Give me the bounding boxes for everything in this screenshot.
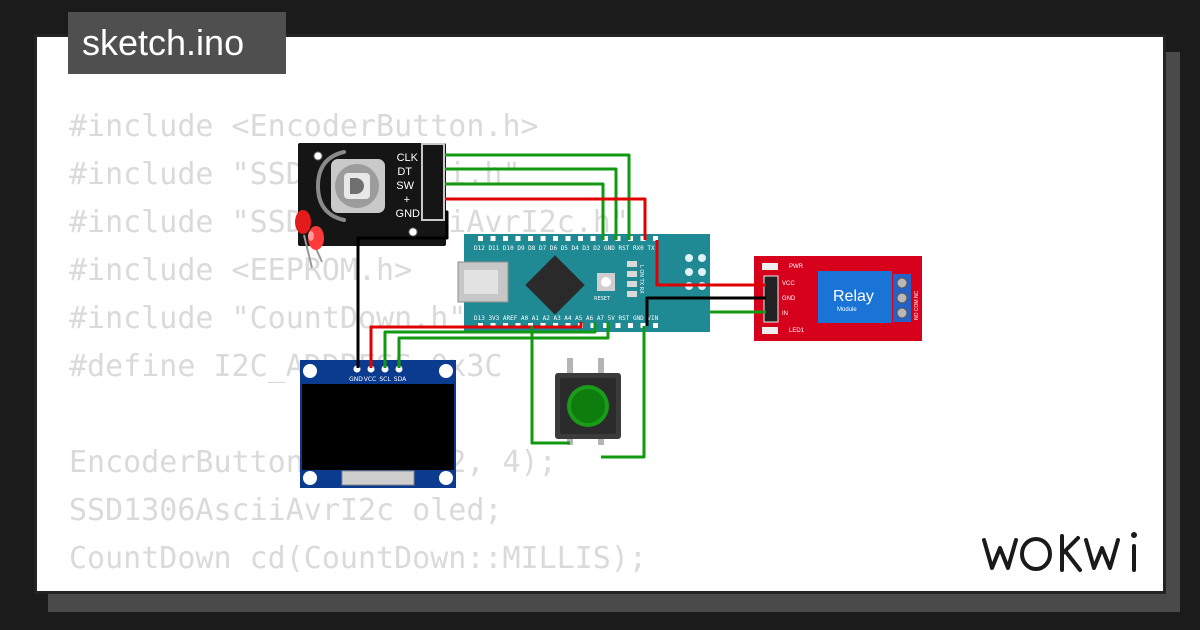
microcontroller-chip [525,255,585,315]
oled-pin-gnd: GND [349,376,363,383]
oled-pin-labels: GND VCC SCL SDA [349,376,407,383]
header-pin [590,236,596,241]
header-pin [590,323,596,328]
encoder-pin-sw: SW [396,180,414,192]
relay-pin-vcc: VCC [782,281,795,287]
wire-sw [445,182,605,240]
header-pin [615,236,621,241]
nano-reset-label: RESET [594,296,611,302]
wokwi-logo: WOKWI [978,532,1137,578]
wire-dt [445,167,618,240]
header-pin [503,236,508,241]
encoder-pin-clk: CLK [397,152,419,164]
encoder-pin-labels: CLK DT SW + GND [396,152,421,220]
relay-terminal-labels: NO COM NC [914,290,920,320]
relay-labels: Relay Module VCC GND IN PWR LED1 NO COM … [782,264,920,334]
push-button[interactable] [555,358,621,445]
header-pin [615,323,621,328]
code-line: CountDown cd(CountDown::MILLIS); [69,541,647,576]
led-red[interactable] [295,210,324,269]
wire-clk [445,153,631,240]
nano-led-labels: L ON TX RX [638,265,644,294]
relay-module[interactable] [754,256,922,341]
header-pin [653,323,658,328]
relay-pwr-label: PWR [789,264,804,270]
relay-label: Relay [833,288,874,305]
code-line: #include <EEPROM.h> [69,253,413,288]
wire-relay-gnd [645,296,766,326]
header-pin [628,323,633,328]
oled-pin-scl: SCL [379,376,391,383]
header-pin [640,236,646,241]
wire-oled-scl [383,322,597,368]
wire-oled-sda [397,322,610,368]
wire-encoder-gnd [356,210,449,368]
header-pin [603,323,608,328]
relay-pin-gnd: GND [782,296,796,302]
rotary-encoder[interactable] [298,143,446,246]
oled-pin-sda: SDA [394,376,407,383]
oled-pin-vcc: VCC [364,376,376,383]
code-line: uint8_t time[3]; [69,583,647,591]
wires [356,153,766,459]
file-title: sketch.ino [68,12,286,74]
wire-oled-vcc [369,322,583,368]
header-pin [603,236,608,241]
wire-encoder-vcc [445,197,647,240]
wire-button-gnd [601,326,646,459]
code-line: SSD1306AsciiAvrI2c oled; [69,493,503,528]
header-pin [515,236,521,241]
header-pin [553,236,558,241]
code-line: #include <EncoderButton.h> [69,109,539,144]
relay-sub-label: Module [837,307,857,313]
header-pin [578,236,583,241]
brand-name: WOKWI [978,576,982,578]
code-line: #include "CountDown.h" [69,301,467,336]
relay-led-label: LED1 [789,328,805,334]
oled-screen [302,384,454,470]
header-pin [490,236,496,241]
header-pin [540,236,546,241]
arduino-nano[interactable]: D12 D11 D10 D9 D8 D7 D6 D5 D4 D3 D2 GND … [457,234,710,332]
nano-bottom-pin-labels: D13 3V3 AREF A0 A1 A2 A3 A4 A5 A6 A7 5V … [474,315,659,322]
header-pin [528,236,533,241]
header-pin [640,323,646,328]
header-pin [478,236,483,241]
encoder-pin-gnd: GND [396,208,421,220]
encoder-pin-dt: DT [397,166,412,178]
encoder-pin-plus: + [404,194,410,206]
header-pin [653,236,658,241]
wire-relay-vcc [655,240,766,287]
nano-top-pin-labels: D12 D11 D10 D9 D8 D7 D6 D5 D4 D3 D2 GND … [474,245,659,252]
oled-display[interactable] [300,360,456,488]
header-pin [565,236,571,241]
wire-button-signal [530,326,570,445]
relay-pin-in: IN [782,311,788,317]
